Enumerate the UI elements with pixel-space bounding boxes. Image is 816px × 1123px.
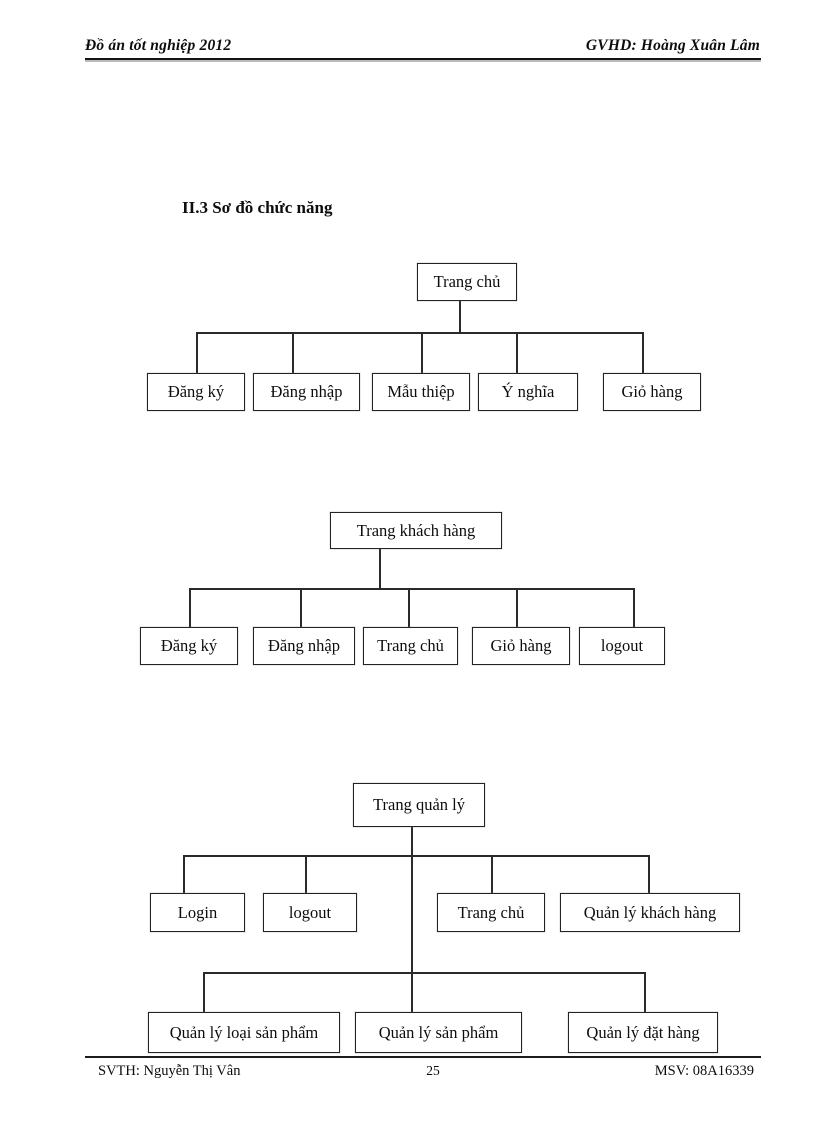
diagram1-child-node: Đăng nhập	[253, 373, 360, 411]
connector-stub	[196, 332, 198, 373]
connector-stub	[642, 332, 644, 373]
connector-trunk	[459, 301, 461, 332]
footer-page-number: 25	[426, 1063, 440, 1078]
footer-rule	[85, 1056, 761, 1058]
diagram2-root-node: Trang khách hàng	[330, 512, 502, 549]
diagram2-child-node: Trang chủ	[363, 627, 458, 665]
section-title: II.3 Sơ đồ chức năng	[182, 198, 333, 217]
connector-trunk	[411, 827, 413, 1012]
connector-stub	[292, 332, 294, 373]
diagram2-child-node: Đăng nhập	[253, 627, 355, 665]
diagram1-child-node: Đăng ký	[147, 373, 245, 411]
connector-stub	[516, 332, 518, 373]
connector-stub	[491, 855, 493, 893]
diagram3-row1-node: Trang chủ	[437, 893, 545, 932]
diagram2-child-node: Giỏ hàng	[472, 627, 570, 665]
connector-stub	[408, 588, 410, 627]
connector-stub	[203, 972, 205, 1012]
connector-stub	[516, 588, 518, 627]
connector-stub	[633, 588, 635, 627]
connector-trunk	[379, 549, 381, 588]
connector-stub	[421, 332, 423, 373]
connector-stub	[183, 855, 185, 893]
header-rule	[85, 58, 761, 60]
diagram3-row1-node: logout	[263, 893, 357, 932]
diagram3-row2-node: Quản lý sản phẩm	[355, 1012, 522, 1053]
diagram3-row1-node: Login	[150, 893, 245, 932]
connector-bus	[203, 972, 646, 974]
diagram1-root-node: Trang chủ	[417, 263, 517, 301]
header-right-text: GVHD: Hoàng Xuân Lâm	[585, 37, 760, 54]
connector-bus	[196, 332, 643, 334]
connector-stub	[305, 855, 307, 893]
diagram2-child-node: logout	[579, 627, 665, 665]
diagram3-row2-node: Quản lý loại sản phẩm	[148, 1012, 340, 1053]
connector-stub	[189, 588, 191, 627]
footer-msv-text: MSV: 08A16339	[654, 1063, 754, 1079]
connector-stub	[300, 588, 302, 627]
diagram2-child-node: Đăng ký	[140, 627, 238, 665]
header-left-text: Đồ án tốt nghiệp 2012	[85, 37, 232, 54]
connector-stub	[644, 972, 646, 1012]
diagram3-row1-node: Quản lý khách hàng	[560, 893, 740, 932]
diagram3-root-node: Trang quản lý	[353, 783, 485, 827]
diagram1-child-node: Mẫu thiệp	[372, 373, 470, 411]
footer-author-text: SVTH: Nguyễn Thị Vân	[98, 1063, 241, 1079]
connector-bus	[183, 855, 649, 857]
connector-stub	[648, 855, 650, 893]
diagram3-row2-node: Quản lý đặt hàng	[568, 1012, 718, 1053]
diagram1-child-node: Ý nghĩa	[478, 373, 578, 411]
connector-bus	[189, 588, 635, 590]
diagram1-child-node: Giỏ hàng	[603, 373, 701, 411]
